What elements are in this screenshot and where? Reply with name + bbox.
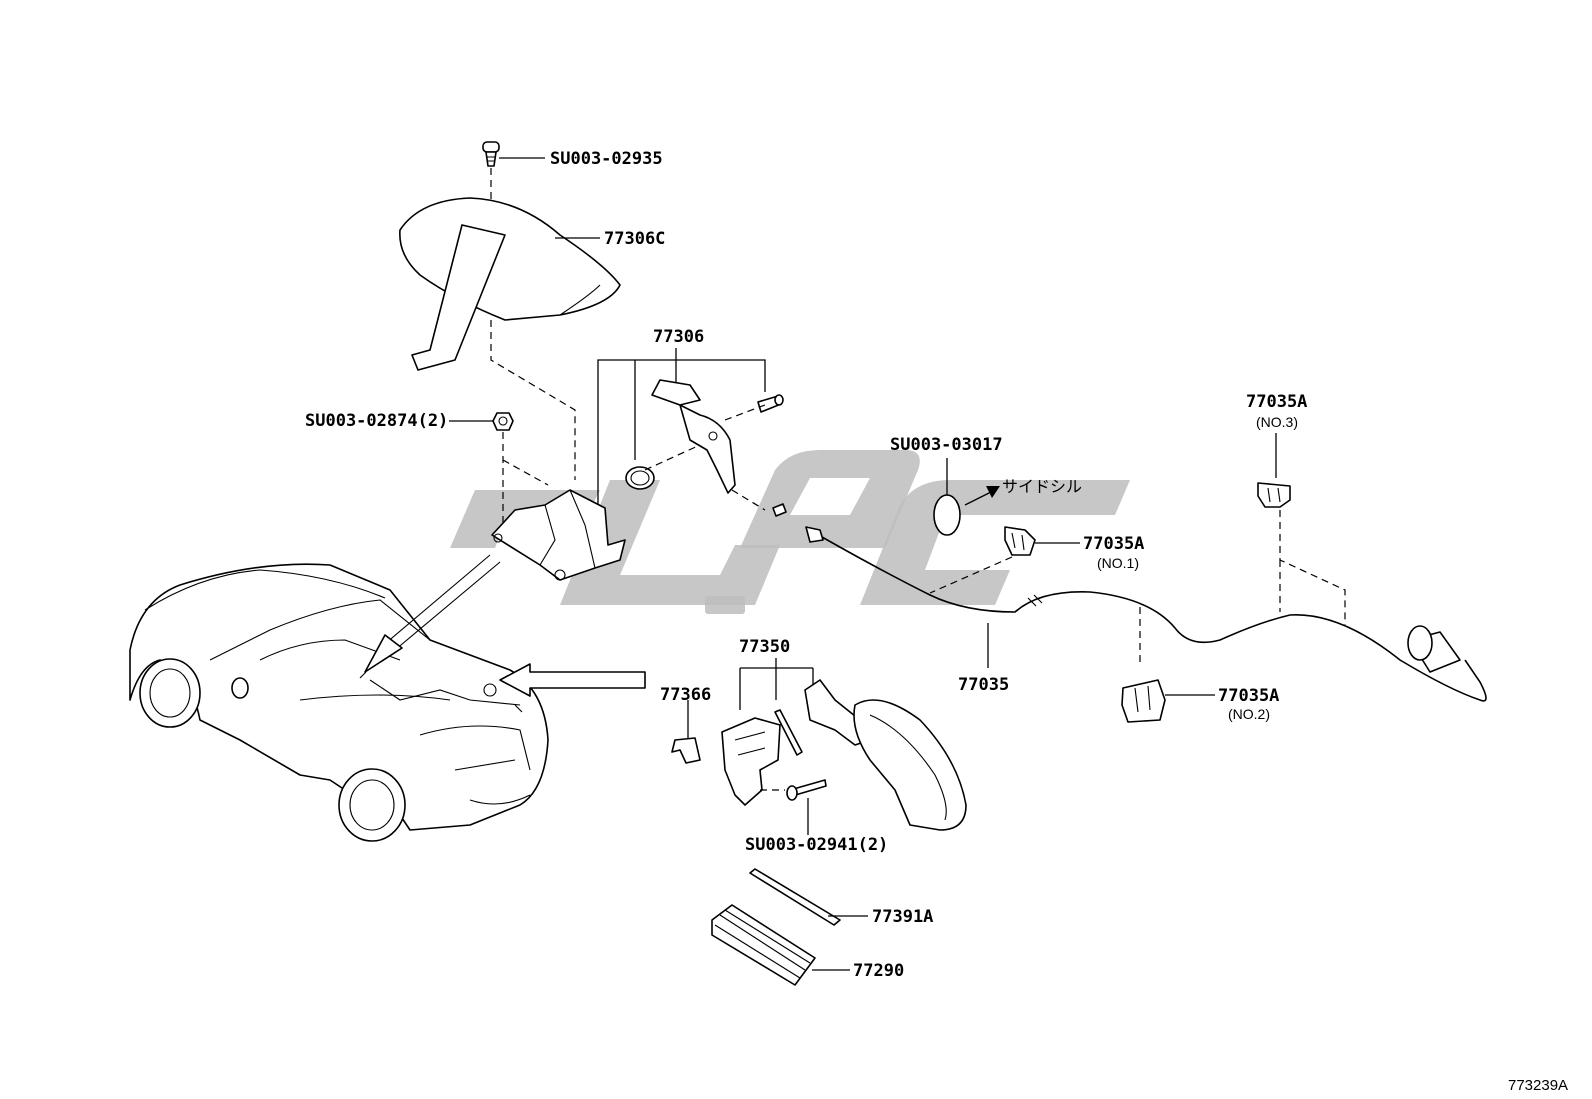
cover-part xyxy=(399,197,621,371)
label-lid-assembly: 77350 xyxy=(739,637,790,657)
clamp-no3-part xyxy=(1257,482,1291,508)
label-nut: SU003-02874(2) xyxy=(305,411,448,431)
rod-part xyxy=(774,709,803,756)
label-gasket: 77290 xyxy=(853,961,904,981)
nut-part xyxy=(492,412,514,431)
dash-cover xyxy=(490,320,576,480)
bracket-part xyxy=(491,489,626,581)
car-illustration xyxy=(129,563,549,842)
label-spring: 77366 xyxy=(660,685,711,705)
drawing-number: 773239A xyxy=(1508,1077,1568,1094)
spring-ring-part xyxy=(625,466,655,490)
clamp-no2-part xyxy=(1121,679,1166,723)
lever-part xyxy=(651,379,736,494)
label-clamp-no3-sub: (NO.3) xyxy=(1256,414,1298,430)
arrow-side-sill xyxy=(964,486,1000,506)
hinge-part xyxy=(721,717,781,806)
label-clamp-no2-sub: (NO.2) xyxy=(1228,706,1270,722)
gasket-part xyxy=(711,904,816,986)
label-cover: 77306C xyxy=(604,229,665,249)
screw-part xyxy=(482,141,500,167)
location-arrow-1 xyxy=(364,554,501,673)
plug-part xyxy=(933,494,961,536)
label-clamp-no1: 77035A xyxy=(1083,534,1144,554)
watermark-logo xyxy=(450,450,1130,614)
dash-opener xyxy=(644,404,766,511)
opener-bracket-lines xyxy=(597,348,766,505)
label-rivet: SU003-02941(2) xyxy=(745,835,888,855)
label-clamp-no2: 77035A xyxy=(1218,686,1279,706)
dash-clamp-no1 xyxy=(929,556,1013,594)
location-arrow-2 xyxy=(499,663,646,697)
label-cable: 77035 xyxy=(958,675,1009,695)
pin-part xyxy=(757,394,784,413)
label-clamp-no1-sub: (NO.1) xyxy=(1097,555,1139,571)
clamp-no1-part xyxy=(1004,526,1036,556)
label-plug: SU003-03017 xyxy=(890,435,1003,455)
label-clamp-no3: 77035A xyxy=(1246,392,1307,412)
rivet-part xyxy=(786,779,827,801)
cable-part xyxy=(772,503,1487,702)
spring-clip-part xyxy=(671,737,701,764)
label-side-sill: サイドシル xyxy=(1002,477,1082,496)
label-gasket-strip: 77391A xyxy=(872,907,933,927)
gasket-strip-part xyxy=(749,868,841,926)
lid-assembly-lines xyxy=(739,658,814,710)
lid-part xyxy=(804,679,967,831)
dash-nut xyxy=(502,432,549,533)
label-screw-top: SU003-02935 xyxy=(550,149,663,169)
dash-clamp-no3 xyxy=(1279,510,1346,625)
label-opener-lever: 77306 xyxy=(653,327,704,347)
